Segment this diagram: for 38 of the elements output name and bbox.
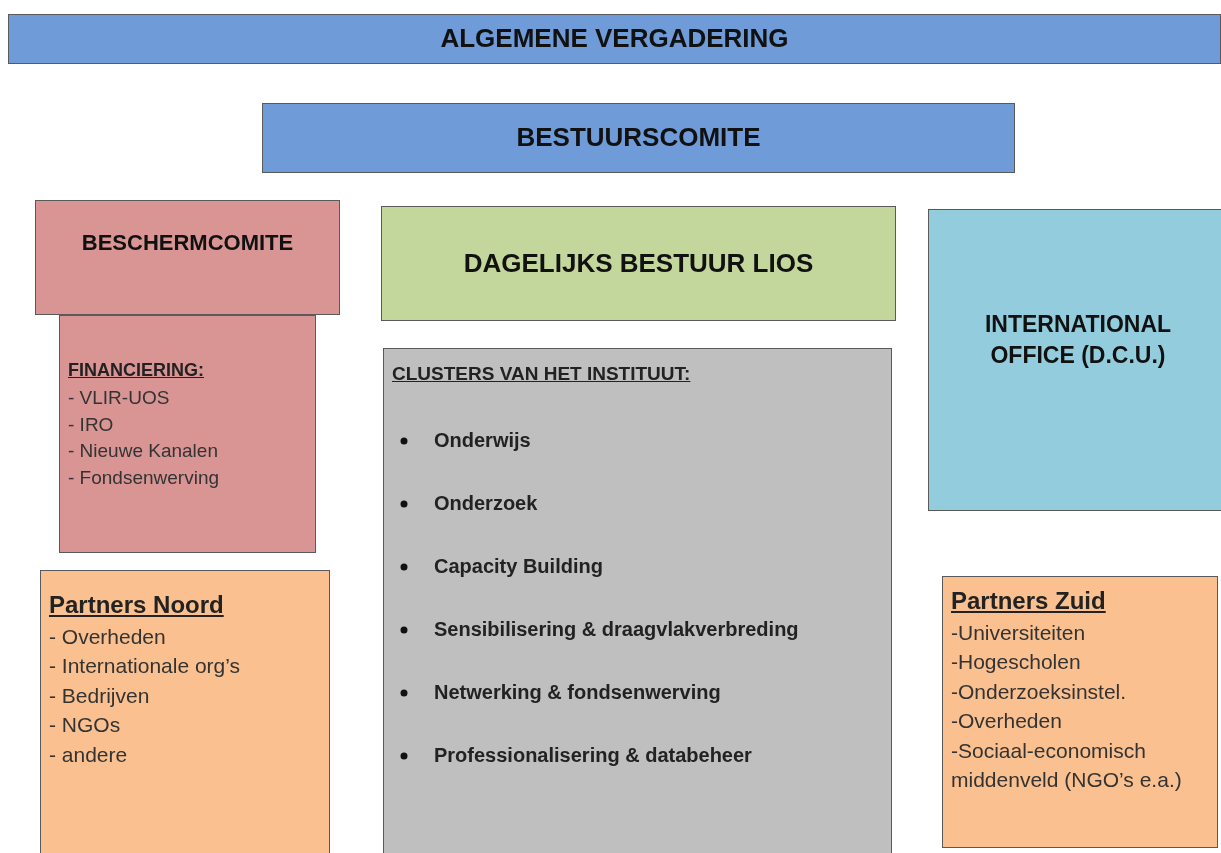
list-item: -Universiteiten	[951, 620, 1087, 646]
list-item: - Overheden	[49, 624, 167, 650]
box-title: ALGEMENE VERGADERING	[440, 22, 789, 56]
partners-box	[942, 576, 1218, 848]
bullet-item: Sensibilisering & draagvlakverbreding	[392, 618, 883, 641]
list-item: -Overheden	[951, 708, 1063, 735]
bullet-item: Professionalisering & databeheer	[392, 744, 883, 767]
list-item: - Fondsenwerving	[68, 465, 221, 490]
list-item: - IRO	[68, 412, 115, 437]
box-title: BESTUURSCOMITE	[516, 121, 761, 155]
assembly-bar	[8, 14, 1221, 64]
box-heading: Partners Noord	[49, 590, 225, 620]
office-box	[928, 209, 1221, 511]
bullet-item: Onderwijs	[392, 429, 883, 452]
list-item: -Sociaal-economisch middenveld (NGO’s e.a.)	[951, 737, 1183, 793]
box-title: BESCHERMCOMITE	[81, 228, 294, 257]
clusters-box	[383, 348, 892, 853]
board-box	[381, 206, 896, 321]
list-item: - Internationale org’s	[49, 653, 242, 680]
partners-box	[40, 570, 330, 853]
funding-box	[59, 315, 316, 553]
box-title: INTERNATIONAL OFFICE (D.C.U.)	[983, 309, 1173, 370]
list-item: - Nieuwe Kanalen	[68, 439, 219, 464]
list-item: - Bedrijven	[49, 682, 151, 709]
box-title: DAGELIJKS BESTUUR LIOS	[463, 246, 814, 280]
bullet-item: Netwerking & fondsenwerving	[392, 681, 883, 704]
box-heading: CLUSTERS VAN HET INSTITUUT:	[392, 363, 692, 385]
list-item: - VLIR-UOS	[68, 386, 171, 410]
bullet-item: Capacity Building	[392, 555, 883, 578]
committee-box	[262, 103, 1015, 173]
list-item: -Onderzoeksinstel.	[951, 678, 1128, 705]
list-item: -Hogescholen	[951, 649, 1082, 676]
bullet-item: Onderzoek	[392, 492, 883, 515]
list-item: - NGOs	[49, 712, 122, 739]
list-item: - andere	[49, 741, 129, 768]
committee-box	[35, 200, 340, 315]
box-heading: Partners Zuid	[951, 586, 1107, 616]
box-heading: FINANCIERING:	[68, 359, 205, 382]
